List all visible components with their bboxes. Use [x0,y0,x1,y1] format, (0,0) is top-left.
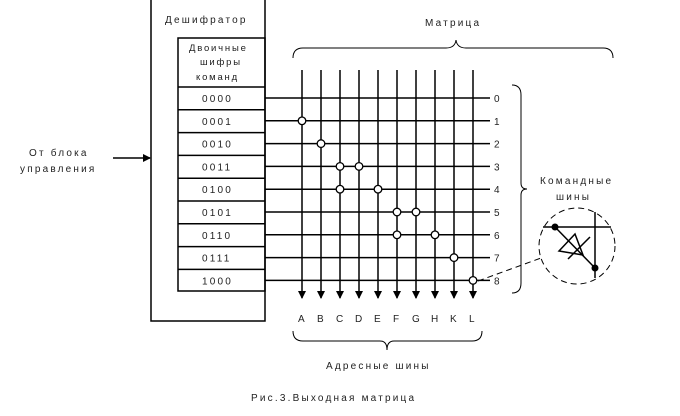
codes-header-1: Двоичные [189,43,248,54]
matrix-title: Матрица [425,18,481,29]
diode-node [449,253,459,263]
figure-caption: Рис.3.Выходная матрица [251,393,416,404]
row-number: 8 [494,276,502,287]
codes-table [177,37,266,292]
column-label: E [374,314,383,325]
code-cell: 0011 [202,162,232,173]
column-label: C [336,314,345,325]
code-cell: 0100 [202,185,233,196]
column-label: D [355,314,364,325]
row-number: 4 [494,185,502,196]
diode-icon [557,232,591,260]
code-cell: 0010 [202,140,233,151]
code-cell: 0000 [202,94,233,105]
diode-node [468,275,478,285]
row-number: 6 [494,231,502,242]
diode-node [354,161,364,171]
column-label: K [450,314,459,325]
diode-node [335,161,345,171]
diode-node [392,230,402,240]
input-label-1: От блока [29,147,89,159]
diode-node [335,184,345,194]
diode-node [373,184,383,194]
address-buses-label: Адресные шины [326,361,431,372]
command-brace [511,84,528,294]
diode-node [392,207,402,217]
column-label: L [469,314,477,325]
input-label-2: управления [20,164,97,175]
row-number: 7 [494,254,502,265]
row-number: 2 [494,140,502,151]
decoder-title: Дешифратор [165,14,248,26]
code-cell: 0110 [202,231,232,242]
code-cell: 1000 [202,276,233,287]
command-buses-label-2: шины [556,192,591,203]
inset-leader [477,257,542,282]
code-cell: 0101 [202,208,233,219]
row-number: 3 [494,162,502,173]
diode-node [430,230,440,240]
column-label: G [412,314,422,325]
codes-header-2: шифры [200,57,242,68]
diode-node [316,139,326,149]
row-number: 1 [494,117,502,128]
row-number: 0 [494,94,502,105]
row-number: 5 [494,208,502,219]
column-label: F [393,314,401,325]
matrix-brace [292,39,614,59]
column-label: A [298,314,307,325]
command-buses-label-1: Командные [540,176,613,187]
diode-inset [538,207,616,285]
diode-node [411,207,421,217]
address-brace [292,330,483,351]
diode-node [297,116,307,126]
column-label: H [431,314,440,325]
column-label: B [317,314,326,325]
code-cell: 0001 [202,117,233,128]
code-cell: 0111 [202,254,232,265]
codes-header-3: команд [196,72,239,83]
